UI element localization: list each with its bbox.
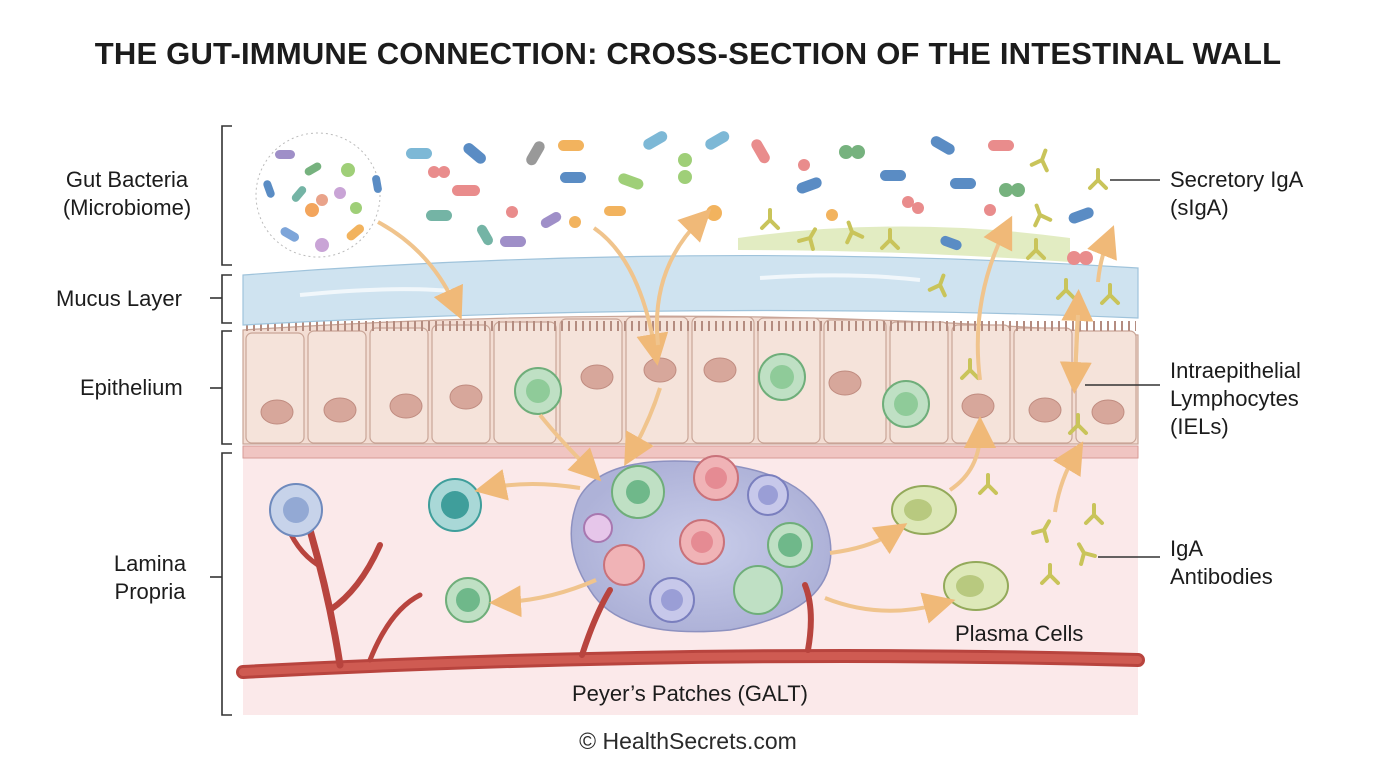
plasma-cells-label: Plasma Cells bbox=[955, 621, 1084, 646]
epithelium-label: Epithelium bbox=[80, 375, 183, 400]
mucus-layer bbox=[242, 254, 1139, 326]
gut-bacteria-label-line2: (Microbiome) bbox=[62, 195, 192, 220]
secretory-iga-label: Secretory IgA (sIgA) bbox=[1170, 166, 1303, 222]
mucus-layer-label: Mucus Layer bbox=[56, 286, 182, 311]
peyers-patches-label: Peyer’s Patches (GALT) bbox=[572, 681, 808, 706]
lamina-propria-cells bbox=[269, 478, 1009, 623]
peyers-patch bbox=[570, 455, 832, 633]
blood-vessels bbox=[236, 517, 1145, 679]
lamina-propria-label-line2: Propria bbox=[114, 579, 186, 604]
lamina-propria-label-line1: Lamina bbox=[113, 551, 187, 576]
iga-antibodies-label-line1: IgA bbox=[1170, 536, 1204, 561]
left-brackets bbox=[210, 125, 232, 716]
iel-label: Intraepithelial Lymphocytes (IELs) bbox=[1170, 357, 1301, 441]
iel-label-line3: (IELs) bbox=[1170, 414, 1229, 439]
free-bacteria bbox=[406, 131, 1094, 265]
flow-arrows bbox=[377, 208, 1117, 624]
secretory-iga-label-line1: Secretory IgA bbox=[1170, 167, 1304, 192]
plasma-cell-2 bbox=[943, 561, 1009, 611]
epithelium-layer bbox=[242, 315, 1139, 445]
secretory-iga-label-line2: (sIgA) bbox=[1170, 195, 1229, 220]
page-title: THE GUT-IMMUNE CONNECTION: CROSS-SECTION… bbox=[94, 36, 1282, 71]
bacteria-cluster bbox=[255, 132, 382, 258]
right-pointers bbox=[1085, 179, 1160, 558]
epithelial-nuclei bbox=[260, 357, 1125, 425]
iel-label-line1: Intraepithelial bbox=[1170, 358, 1301, 383]
lamina-propria-label: Lamina Propria bbox=[100, 550, 200, 606]
iel-label-line2: Lymphocytes bbox=[1170, 386, 1299, 411]
iel-cells bbox=[514, 353, 930, 428]
copyright-footer: © HealthSecrets.com bbox=[579, 728, 797, 754]
plasma-cell-1 bbox=[891, 485, 957, 535]
basement-membrane bbox=[242, 445, 1139, 459]
gut-bacteria-label-line1: Gut Bacteria bbox=[65, 167, 189, 192]
iga-antibodies-label: IgA Antibodies bbox=[1170, 535, 1273, 591]
iga-antibodies-label-line2: Antibodies bbox=[1170, 564, 1273, 589]
gut-bacteria-label: Gut Bacteria (Microbiome) bbox=[44, 166, 210, 222]
